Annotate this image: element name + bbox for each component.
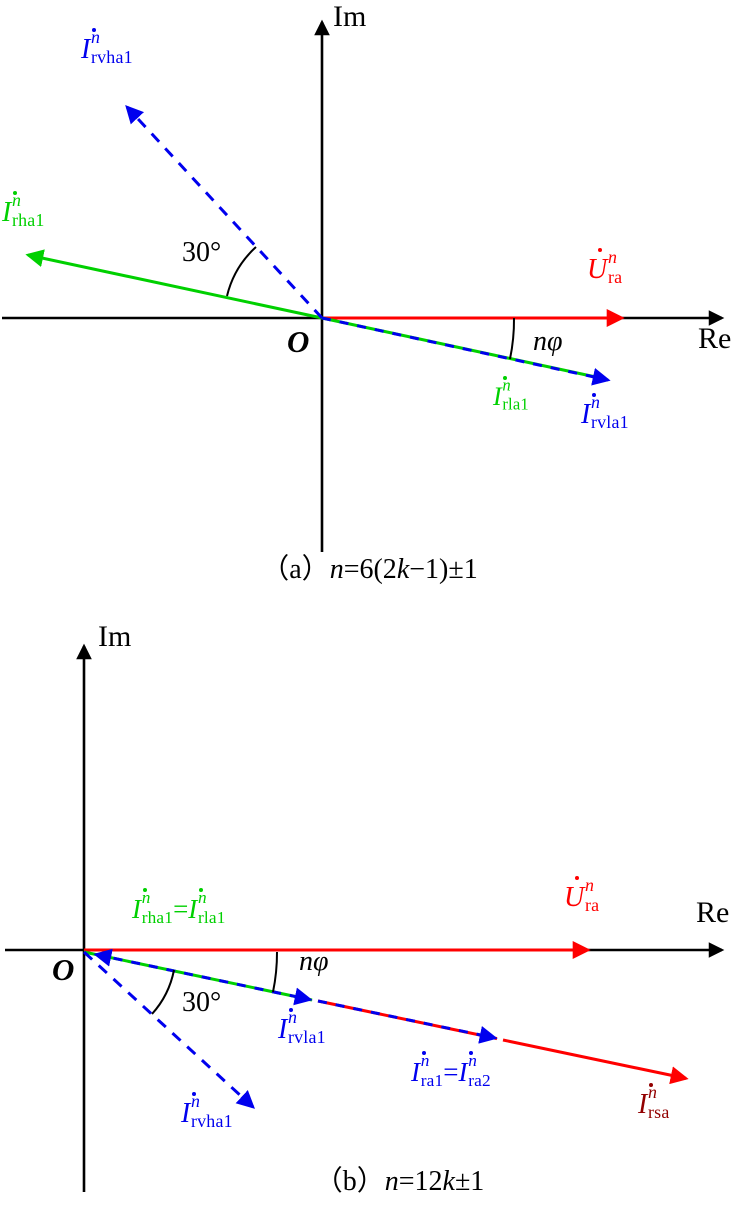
b-angle-arc-30deg [151,969,175,1015]
a-origin-label: O [287,324,310,359]
b-im-axis-label: Im [98,620,132,653]
phasor-dot-icon [421,1050,426,1055]
b-angle-arc-nphi [272,951,279,993]
a-im-axis-label: Im [333,0,367,33]
phasor-dot-icon [92,27,97,32]
a-label-angle-nphi: nφ [533,326,563,357]
a-vector-i-rvha1-dashed [125,105,324,320]
a-vector-i-rvla1-dashed [321,316,611,386]
phasor-dot-icon [598,247,603,252]
a-angle-arc-30deg [226,246,257,297]
diagram-b-lines [5,643,725,1192]
a-vector-i-rha1 [25,249,323,320]
b-label-angle-nphi: nφ [299,946,329,977]
a-angle-arc-nphi [509,317,516,360]
phasor-dot-icon [199,887,204,892]
phasor-dot-icon [13,190,18,195]
b-re-axis-label: Re [696,896,730,929]
b-vector-i-ra1-ra2-dashed [317,999,498,1044]
phasor-dot-icon [469,1050,474,1055]
diagram-a-lines [2,19,725,552]
b-vector-i-rvha1-dashed [82,950,255,1109]
caption-a: （a）n=6(2k−1)±1 [261,554,478,585]
b-origin-label: O [52,952,75,987]
a-re-axis-label: Re [698,322,732,355]
b-vector-i-rvla1-dashed [93,948,313,1006]
caption-b: （b）n=12k±1 [314,1166,485,1197]
phasor-dot-icon [649,1082,654,1087]
phasor-dot-icon [503,376,508,381]
b-vector-i-rsa [502,1038,689,1085]
phasor-dot-icon [142,887,147,892]
phasor-dot-icon [592,392,597,397]
a-label-angle-30: 30° [182,237,222,268]
phasor-dot-icon [192,1091,197,1096]
phasor-dot-icon [575,875,580,880]
b-label-angle-30: 30° [182,987,222,1018]
phasor-dot-icon [289,1007,294,1012]
